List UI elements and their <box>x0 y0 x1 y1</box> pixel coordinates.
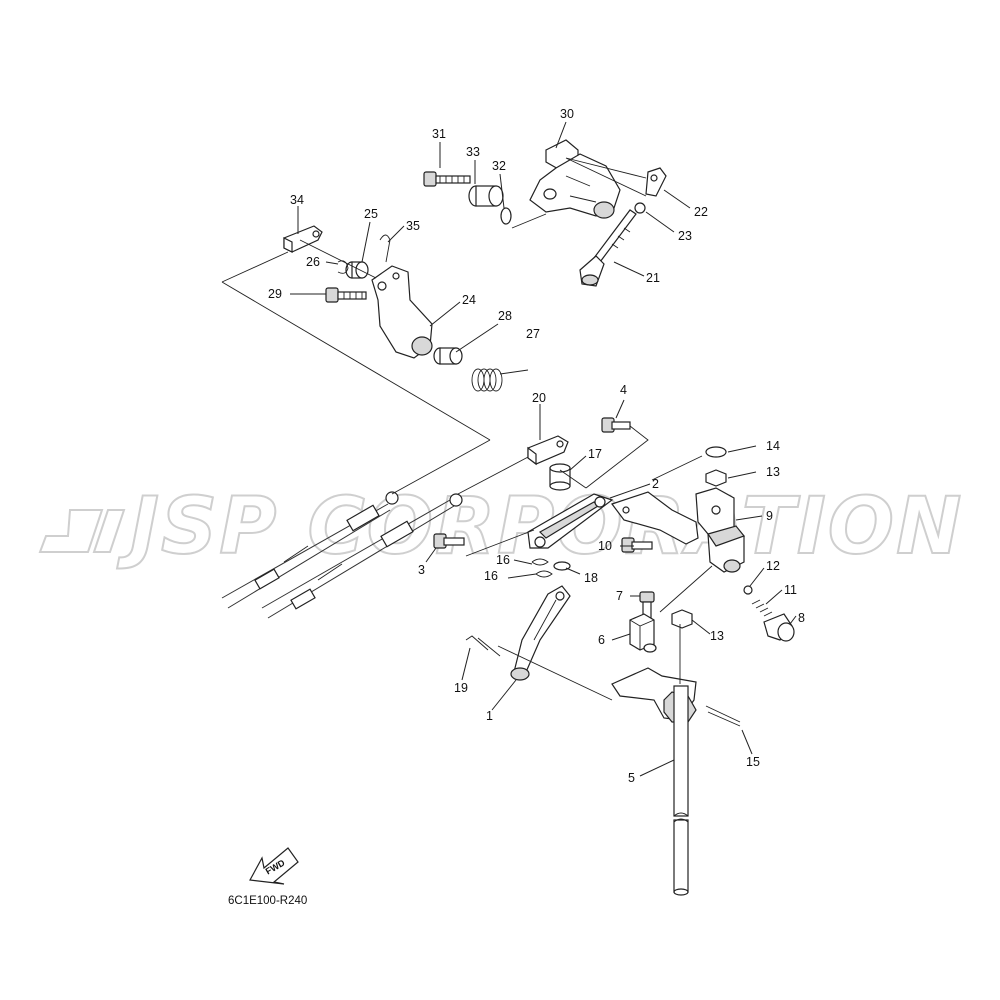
group-line-left <box>221 239 491 441</box>
callout-1: 1 <box>486 709 493 723</box>
callout-21: 21 <box>646 271 660 285</box>
part-2-plate <box>527 493 614 549</box>
part-15-pin <box>705 705 741 727</box>
callout-3: 3 <box>418 563 425 577</box>
part-12-ball <box>743 585 753 595</box>
callout-20: 20 <box>532 391 546 405</box>
group-line-mid <box>465 425 649 557</box>
part-6-block <box>629 613 657 653</box>
callout-32: 32 <box>492 159 506 173</box>
diagram-code: 6C1E100-R240 <box>228 895 307 907</box>
part-32-washer <box>500 207 512 225</box>
callout-33: 33 <box>466 145 480 159</box>
part-1-arm <box>510 585 571 681</box>
part-3-bolt <box>433 533 465 549</box>
part-29-bolt <box>325 287 367 303</box>
part-24-lever <box>371 265 433 359</box>
part-30-bracket <box>529 139 621 219</box>
part-8-plug <box>763 613 795 642</box>
callout-10: 10 <box>598 539 612 553</box>
callout-9: 9 <box>766 509 773 523</box>
callout-29: 29 <box>268 287 282 301</box>
callout-15: 15 <box>746 755 760 769</box>
part-27-spring <box>471 368 503 392</box>
part-4-bolt <box>601 417 631 433</box>
callout-11: 11 <box>784 583 797 597</box>
part-5-shaft <box>611 667 697 896</box>
callout-19: 19 <box>454 681 468 695</box>
part-19-pin <box>465 635 501 657</box>
group-line-cable <box>391 439 531 495</box>
part-35-pin <box>379 234 391 263</box>
callout-34: 34 <box>290 193 304 207</box>
callout-16-lower: 16 <box>484 569 498 583</box>
part-20-joint <box>527 435 569 466</box>
callout-24: 24 <box>462 293 476 307</box>
part-16-washers <box>531 558 553 578</box>
part-22-joint <box>645 167 667 197</box>
part-28-collar <box>433 347 463 365</box>
leader-lines <box>290 121 797 777</box>
callout-30: 30 <box>560 107 574 121</box>
callout-16-upper: 16 <box>496 553 510 567</box>
callouts: 31 33 32 30 22 23 21 34 25 35 26 29 24 2… <box>268 107 805 785</box>
callout-13-lower: 13 <box>710 629 724 643</box>
callout-27: 27 <box>526 327 540 341</box>
part-21-rod <box>579 209 637 287</box>
callout-2: 2 <box>652 477 659 491</box>
callout-23: 23 <box>678 229 692 243</box>
part-10-bolt <box>621 537 653 553</box>
callout-5: 5 <box>628 771 635 785</box>
callout-31: 31 <box>432 127 446 141</box>
part-31-bolt <box>423 171 471 187</box>
callout-7: 7 <box>616 589 623 603</box>
callout-4: 4 <box>620 383 627 397</box>
part-23-nut <box>634 202 646 214</box>
callout-18: 18 <box>584 571 598 585</box>
callout-26: 26 <box>306 255 320 269</box>
callout-8: 8 <box>798 611 805 625</box>
fwd-arrow-icon: FWD <box>249 847 299 885</box>
part-9-bracket <box>695 487 745 573</box>
callout-13-upper: 13 <box>766 465 780 479</box>
part-11-spring <box>751 599 773 617</box>
callout-28: 28 <box>498 309 512 323</box>
callout-22: 22 <box>694 205 708 219</box>
cables <box>221 491 463 619</box>
part-13-nut-lower <box>671 609 693 629</box>
group-line-30-22 <box>565 157 647 197</box>
callout-12: 12 <box>766 559 780 573</box>
part-13-nut-upper <box>705 469 727 487</box>
group-line-lower <box>497 624 681 701</box>
part-17-collar <box>549 463 571 491</box>
part-2-arm <box>611 491 699 545</box>
part-14-washer <box>705 446 727 458</box>
group-line-right <box>651 455 713 613</box>
callout-25: 25 <box>364 207 378 221</box>
group-line-upper <box>511 213 547 229</box>
part-25-collar <box>345 261 369 279</box>
part-33-collar <box>468 185 504 207</box>
callout-6: 6 <box>598 633 605 647</box>
callout-35: 35 <box>406 219 420 233</box>
part-34-joint <box>283 225 323 253</box>
callout-14: 14 <box>766 439 780 453</box>
callout-17: 17 <box>588 447 602 461</box>
